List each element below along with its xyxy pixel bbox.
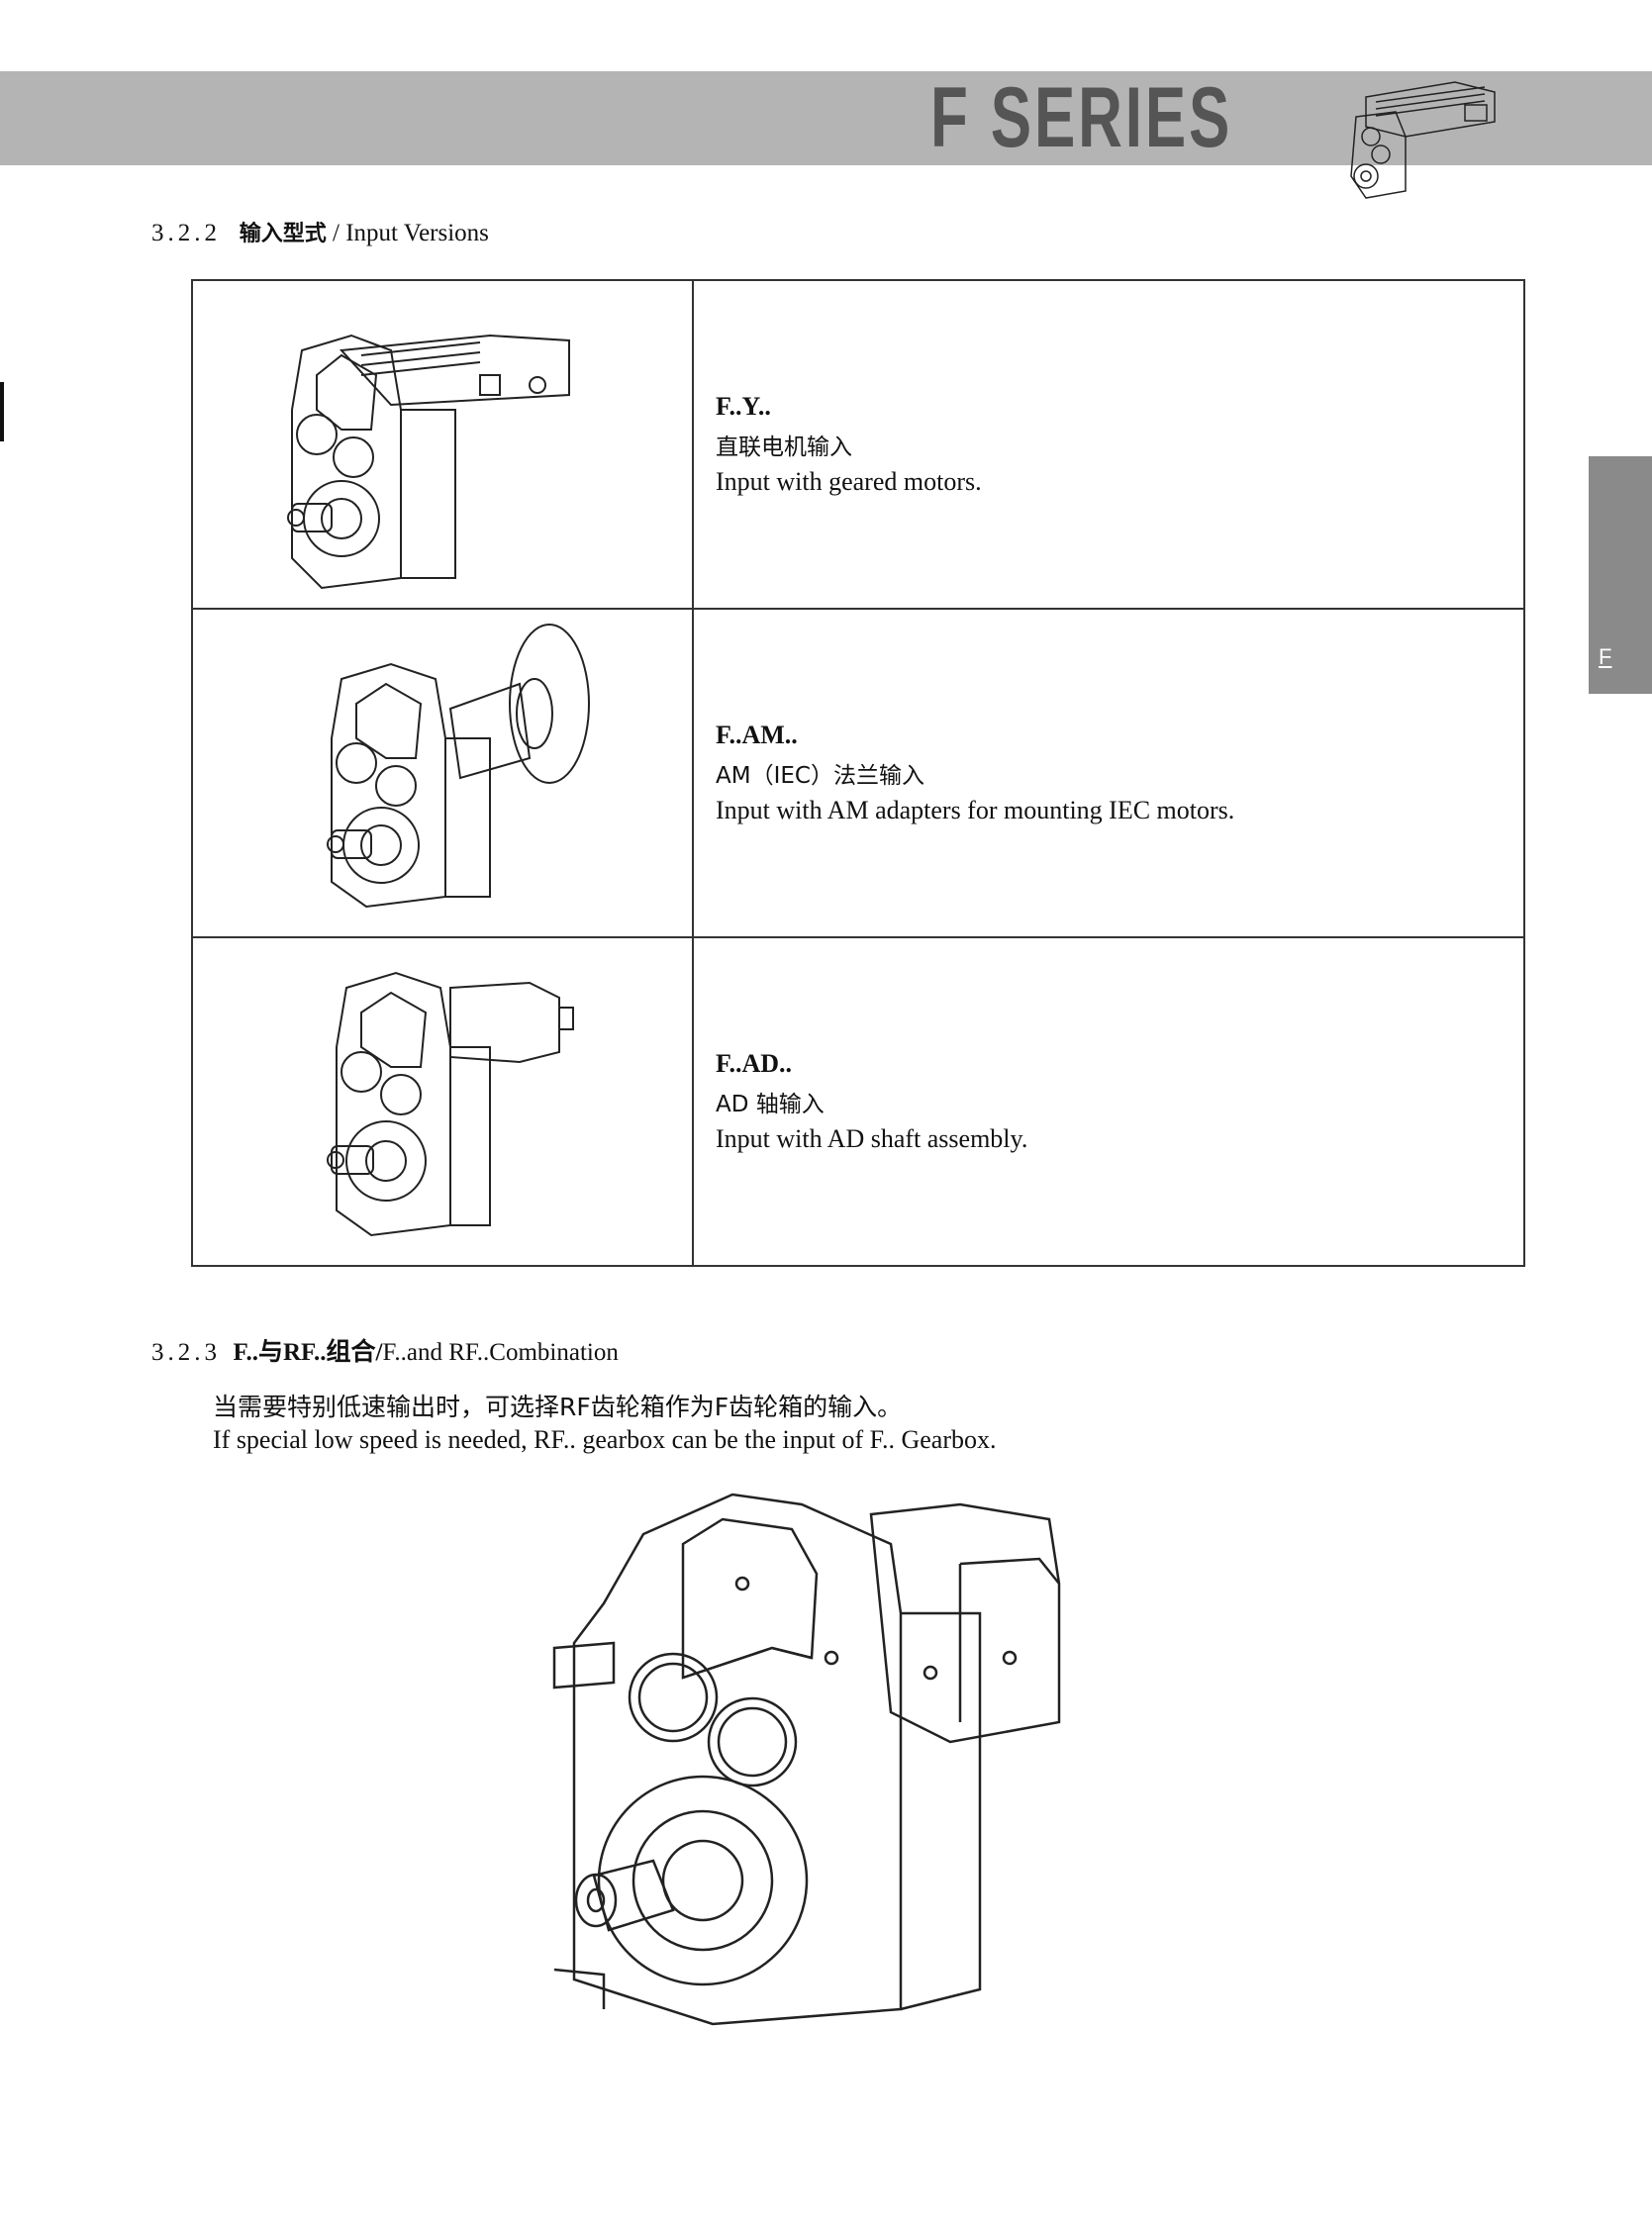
f-rf-combination-drawing: [552, 1493, 1061, 2026]
combination-text-en: If special low speed is needed, RF.. gea…: [213, 1425, 997, 1454]
table-row: F..AD.. AD 轴输入 Input with AD shaft assem…: [191, 936, 1525, 1267]
image-cell: [191, 279, 694, 610]
table-row: F..Y.. 直联电机输入 Input with geared motors.: [191, 279, 1525, 610]
section-heading-322: 3.2.2 输入型式 / Input Versions: [151, 220, 489, 246]
description-cn: AD 轴输入: [716, 1092, 825, 1117]
description-cell: F..Y.. 直联电机输入 Input with geared motors.: [692, 279, 1525, 610]
model-code: F..AD..: [716, 1049, 793, 1078]
header-band: [0, 71, 1652, 165]
gearbox-fy-drawing: [287, 334, 570, 590]
margin-mark: [0, 382, 4, 441]
gearbox-thumbnail-icon: [1350, 81, 1496, 199]
table-row: F..AM.. AM（IEC）法兰输入 Input with AM adapte…: [191, 608, 1525, 938]
description-cn: 直联电机输入: [716, 435, 852, 460]
input-versions-table: F..Y.. 直联电机输入 Input with geared motors.: [191, 279, 1525, 1267]
model-code: F..Y..: [716, 392, 771, 421]
section-heading-323: 3.2.3 F..与RF..组合/F..and RF..Combination: [151, 1339, 619, 1366]
description-cell: F..AM.. AM（IEC）法兰输入 Input with AM adapte…: [692, 608, 1525, 938]
series-title: F SERIES: [930, 70, 1233, 165]
model-code: F..AM..: [716, 721, 798, 749]
description-cn: AM（IEC）法兰输入: [716, 763, 924, 789]
side-tab[interactable]: F: [1589, 456, 1652, 694]
description-en: Input with AD shaft assembly.: [716, 1124, 1028, 1153]
gearbox-fam-drawing: [327, 624, 590, 909]
combination-text-cn: 当需要特别低速输出时，可选择RF齿轮箱作为F齿轮箱的输入。: [213, 1393, 903, 1421]
description-en: Input with geared motors.: [716, 467, 982, 496]
description-en: Input with AM adapters for mounting IEC …: [716, 796, 1235, 824]
image-cell: [191, 608, 694, 938]
image-cell: [191, 936, 694, 1267]
gearbox-fad-drawing: [327, 971, 574, 1237]
side-tab-label: F: [1599, 644, 1612, 669]
description-cell: F..AD.. AD 轴输入 Input with AD shaft assem…: [692, 936, 1525, 1267]
